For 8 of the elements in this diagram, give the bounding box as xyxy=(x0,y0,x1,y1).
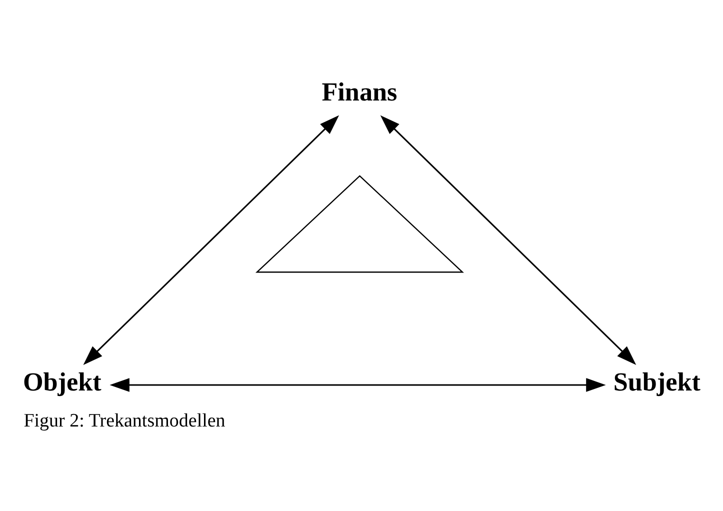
node-text: Subjekt xyxy=(613,367,700,396)
arrow xyxy=(380,115,636,365)
node-text: Finans xyxy=(322,78,398,107)
node-triangle xyxy=(255,175,464,273)
caption: Figur 2: Trekantsmodellen xyxy=(24,410,226,432)
arrow xyxy=(83,115,340,365)
node-text: Objekt xyxy=(22,367,102,396)
arrow xyxy=(110,378,606,392)
